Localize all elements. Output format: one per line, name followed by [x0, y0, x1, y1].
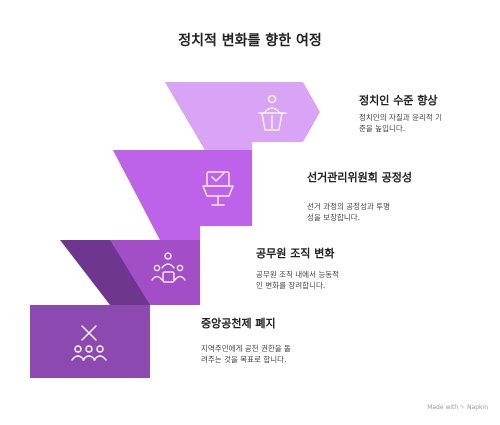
step-1-heading: 정치인 수준 향상: [359, 94, 438, 107]
podium-speaker-icon: [258, 94, 287, 131]
step-4-description: 지역주민에게 공천 권한을 돌 려주는 것을 목표로 합니다.: [201, 344, 291, 364]
people-cancel-icon: [71, 325, 107, 361]
step-2-face: [113, 150, 252, 240]
step-2-heading: 선거관리위원회 공정성: [307, 171, 413, 184]
step-3-description: 공무원 조직 내에서 능동적 인 변화를 장려합니다.: [256, 270, 340, 290]
step-4-riser: [30, 305, 150, 378]
page-title: 정치적 변화를 향한 여정: [178, 33, 322, 49]
step-3-face: [110, 240, 200, 305]
team-meeting-icon: [151, 252, 186, 283]
step-1-description: 정치인의 자질과 윤리적 기 준을 높입니다.: [359, 113, 443, 133]
step-1-shape: [165, 82, 320, 150]
step-1-face: [165, 82, 320, 150]
napkin-watermark: Made with ✎ Napkin: [427, 404, 488, 411]
step-4-heading: 중앙공천제 폐지: [201, 317, 276, 330]
napkin-logo-icon: ✎: [460, 404, 466, 411]
ballot-box-icon: [202, 171, 234, 206]
step-3-heading: 공무원 조직 변화: [256, 247, 335, 260]
step-2-description: 선거 과정의 공정성과 투명 성을 보장합니다.: [307, 202, 391, 222]
